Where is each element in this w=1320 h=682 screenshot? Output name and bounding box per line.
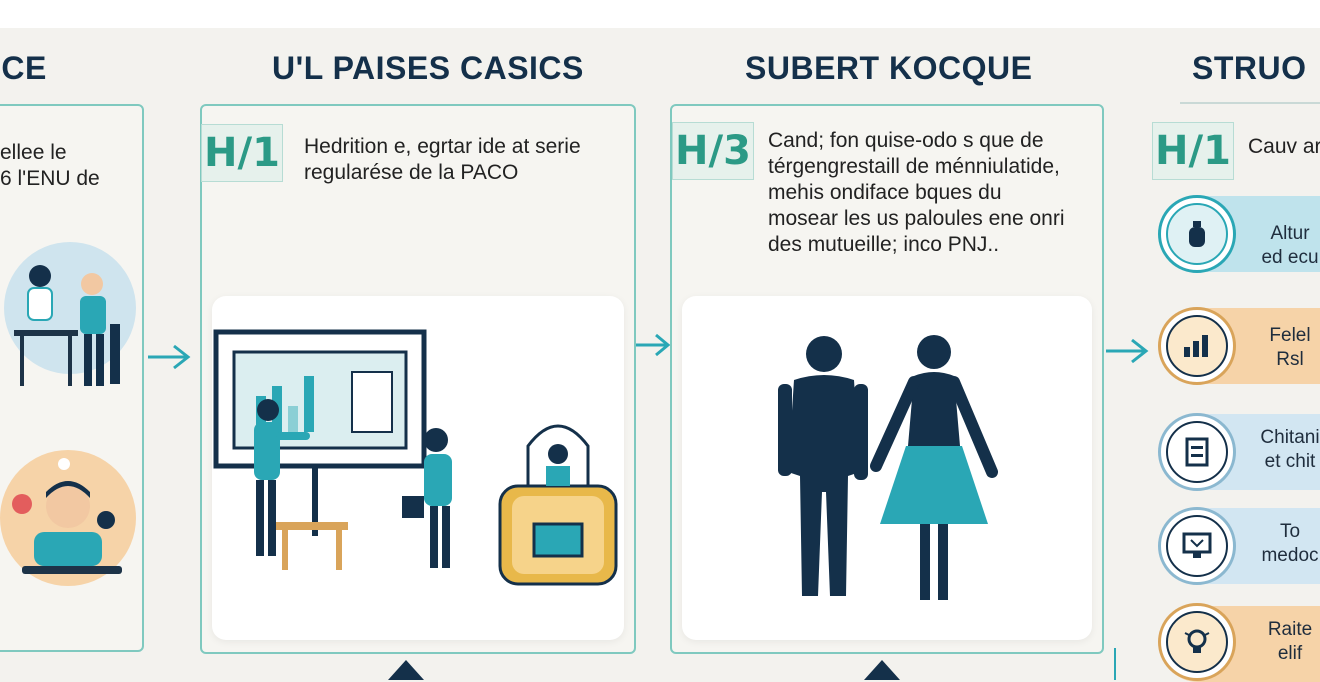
flow-arrow-2 bbox=[636, 333, 671, 357]
person-laptop-illustration bbox=[0, 450, 136, 586]
bottle-icon bbox=[1189, 221, 1205, 247]
person-desk-illustration bbox=[4, 242, 136, 386]
panel-2-description: Hedrition e, egrtar ide at serie regular… bbox=[304, 135, 581, 184]
bottom-pointer-1 bbox=[388, 660, 424, 680]
bulb-icon bbox=[1184, 629, 1210, 653]
panel-2-badge: H/1 bbox=[201, 124, 283, 182]
panel-3-description: Cand; fon quise-odo s que de térgengrest… bbox=[768, 129, 1065, 256]
panel-3-badge: H/3 bbox=[672, 122, 754, 180]
column-title-2: U'L PAISES CASICS bbox=[272, 50, 584, 86]
couple-illustration bbox=[778, 335, 998, 600]
monitor-icon bbox=[1182, 532, 1212, 558]
panel-4-badge: H/1 bbox=[1152, 122, 1234, 180]
column-title-1: ICE bbox=[0, 50, 47, 86]
step-3-label: Chitani et chit bbox=[1260, 427, 1320, 472]
step-5-circle bbox=[1158, 603, 1236, 681]
step-2-label: Felel Rsl bbox=[1269, 325, 1311, 370]
step-5-label: Raite elif bbox=[1267, 619, 1313, 664]
connector-line bbox=[1110, 648, 1116, 680]
panel-4-description: Cauv ar bbox=[1248, 135, 1320, 158]
list-icon bbox=[1185, 437, 1209, 467]
step-1-circle bbox=[1158, 195, 1236, 273]
title-underline bbox=[1180, 102, 1320, 104]
column-title-3: SUBERT KOCQUE bbox=[745, 50, 1033, 86]
flow-arrow-1 bbox=[148, 344, 191, 370]
step-3-circle bbox=[1158, 413, 1236, 491]
presentation-illustration bbox=[213, 329, 618, 586]
column-title-4: STRUO bbox=[1192, 50, 1307, 86]
step-1-label: Altur ed ecu bbox=[1261, 223, 1319, 268]
panel-1-description: ellee le 6 l'ENU de bbox=[0, 141, 100, 190]
step-2-circle bbox=[1158, 307, 1236, 385]
flow-arrow-3 bbox=[1106, 338, 1149, 364]
step-4-label: To medoc bbox=[1261, 521, 1319, 566]
panel-3-illustration-card bbox=[682, 296, 1092, 640]
bottom-pointer-2 bbox=[864, 660, 900, 680]
top-band bbox=[0, 0, 1320, 28]
chart-icon bbox=[1184, 335, 1208, 357]
step-4-circle bbox=[1158, 507, 1236, 585]
